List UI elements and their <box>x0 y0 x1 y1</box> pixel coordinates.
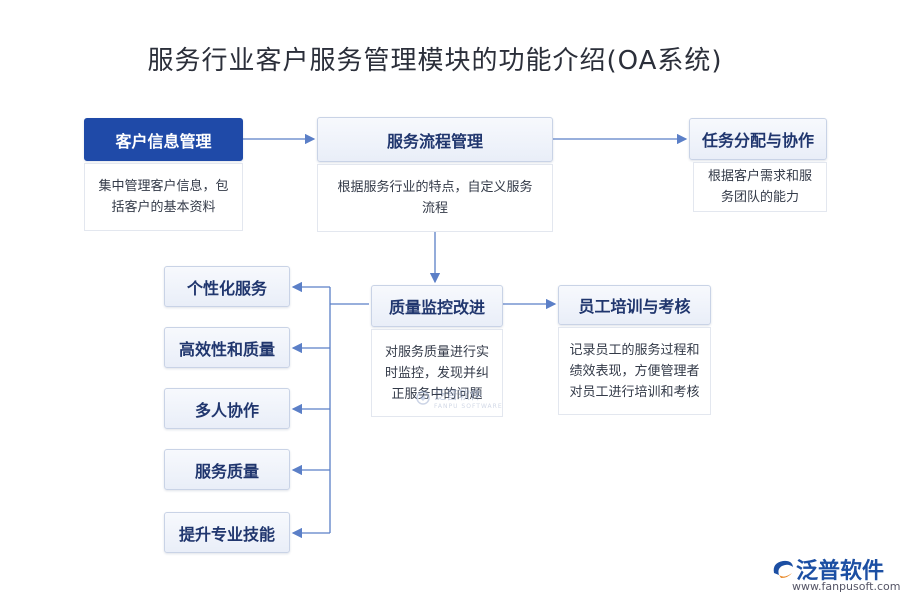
node-service-flow-label: 服务流程管理 <box>386 131 483 151</box>
side-item-personalized: 个性化服务 <box>164 266 290 307</box>
node-task-assign-label: 任务分配与协作 <box>701 131 814 150</box>
brand-logo-text: 泛普软件 <box>796 559 885 584</box>
node-quality-monitor-desc: 对服务质量进行实时监控，发现并纠正服务中的问题 <box>371 329 503 417</box>
node-task-assign: 任务分配与协作 <box>689 118 827 160</box>
side-item-skills: 提升专业技能 <box>164 512 290 553</box>
side-item-efficiency-quality: 高效性和质量 <box>164 327 290 368</box>
node-quality-monitor-label: 质量监控改进 <box>388 298 485 317</box>
brand-url: www.fanpusoft.com <box>792 580 900 593</box>
node-staff-training-label: 员工培训与考核 <box>578 297 691 316</box>
node-customer-info: 客户信息管理 <box>84 118 243 161</box>
brand-logo: 泛普软件 <box>770 553 884 585</box>
node-customer-info-desc: 集中管理客户信息，包括客户的基本资料 <box>84 163 243 231</box>
node-staff-training-desc: 记录员工的服务过程和绩效表现，方便管理者对员工进行培训和考核 <box>558 327 711 415</box>
watermark: 泛普软件 FANPU SOFTWARE <box>415 386 503 410</box>
page-title: 服务行业客户服务管理模块的功能介绍(OA系统) <box>147 46 723 76</box>
node-service-flow-desc: 根据服务行业的特点，自定义服务流程 <box>317 164 553 232</box>
watermark-logo-icon <box>416 391 430 405</box>
node-customer-info-label: 客户信息管理 <box>115 131 212 151</box>
node-task-assign-desc: 根据客户需求和服务团队的能力 <box>693 162 827 212</box>
node-quality-monitor: 质量监控改进 <box>371 285 503 327</box>
side-item-collaboration: 多人协作 <box>164 388 290 429</box>
brand-logo-icon <box>773 560 793 578</box>
node-staff-training: 员工培训与考核 <box>558 285 711 325</box>
node-service-flow: 服务流程管理 <box>317 117 553 162</box>
side-item-service-quality: 服务质量 <box>164 449 290 490</box>
